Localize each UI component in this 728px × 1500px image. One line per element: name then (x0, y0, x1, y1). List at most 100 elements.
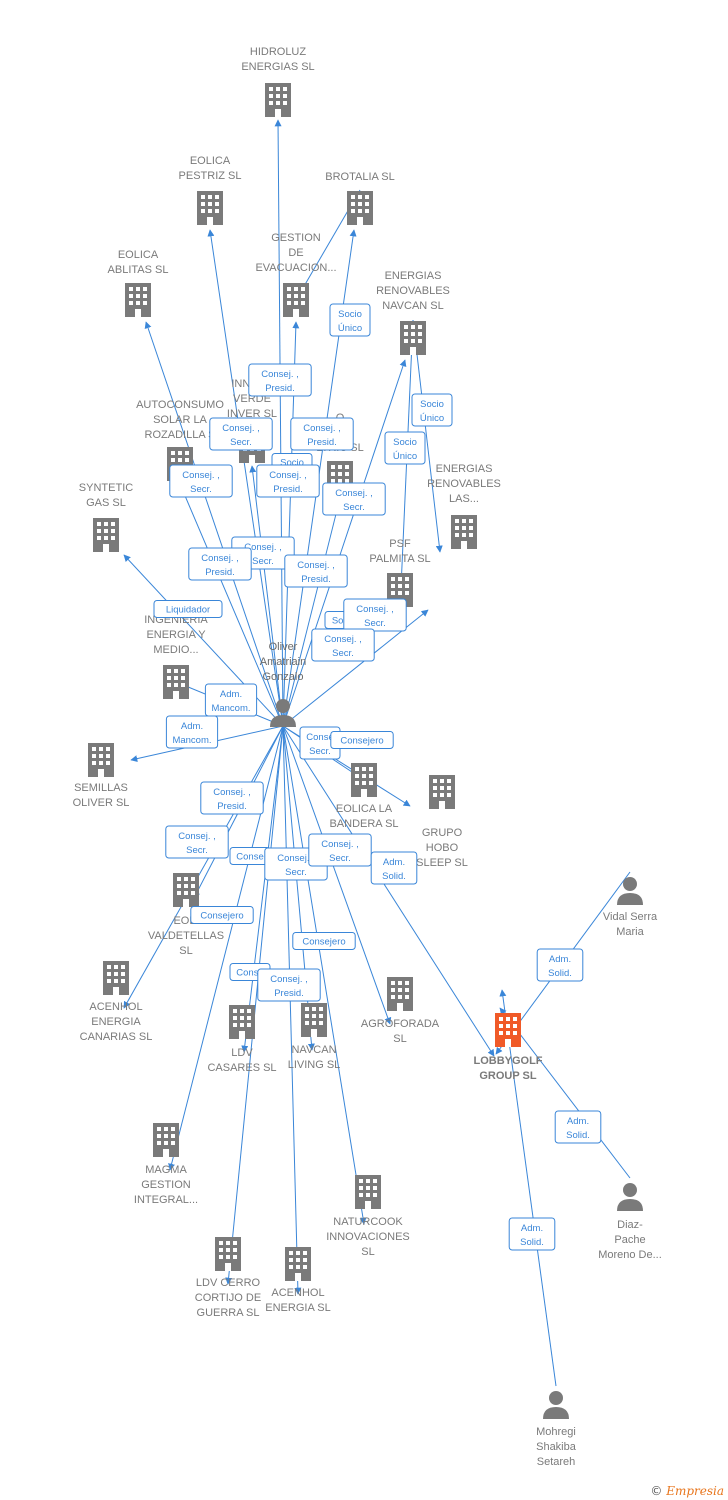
badge-label: Conse (236, 968, 263, 979)
building-icon (103, 961, 129, 995)
node-label-line: Shakiba (536, 1441, 577, 1453)
badge-box (153, 600, 223, 618)
badge-label: Secr. (186, 845, 208, 856)
badge-box (188, 547, 252, 581)
badge-label: Conse (306, 732, 333, 743)
edge-mohregi-to-lobbygolf (499, 989, 557, 1387)
node-label-line: SL (179, 945, 192, 957)
building-icon (163, 665, 189, 699)
badge-box (209, 417, 273, 451)
node-label-line: Setareh (537, 1456, 576, 1468)
badge-label: Secr. (343, 502, 365, 513)
node-label-line: EOLICA LA (336, 803, 393, 815)
badge-label: Secr. (364, 618, 386, 629)
building-icon (88, 743, 114, 777)
relation-badge: Consejero (190, 906, 254, 924)
badge-box (169, 464, 233, 498)
node-label-line: NAVCAN SL (382, 300, 444, 312)
badge-label: Secr. (332, 648, 354, 659)
badge-label: Socio (420, 399, 444, 410)
badge-label: Consej. , (335, 488, 373, 499)
badge-label: Adm. (521, 1223, 543, 1234)
badge-box (284, 554, 348, 588)
badge-box (248, 363, 312, 397)
node-label-line: HIDROLUZ (250, 46, 307, 58)
node-label-line: ROZADILLA S (145, 429, 216, 441)
building-icon (125, 283, 151, 317)
badge-box (311, 628, 375, 662)
node-label-line: CASARES SL (207, 1062, 276, 1074)
node-label-line: DE (288, 247, 303, 259)
badge-box (308, 833, 372, 867)
node-magma[interactable]: MAGMAGESTIONINTEGRAL... (134, 1123, 198, 1206)
relation-badge: Consej. ,Secr. (343, 598, 407, 632)
badge-label: Consej. , (201, 553, 239, 564)
node-label-line: NAVCAN (291, 1044, 336, 1056)
node-label-line: GESTION (271, 232, 321, 244)
node-label-line: AUTOCONSUMO (136, 399, 224, 411)
person-icon (270, 699, 296, 727)
edge-navcan-to-renov_las (412, 319, 443, 553)
badge-box (411, 393, 453, 427)
node-gestion[interactable]: GESTIONDEEVACUACION... (255, 232, 337, 317)
node-label-line: INNOVACIONES (326, 1231, 410, 1243)
badge-box (257, 968, 321, 1002)
node-renov-las[interactable]: ENERGIASRENOVABLESLAS... (427, 463, 501, 549)
node-label-line: MEDIO... (153, 644, 198, 656)
node-label-line: Diaz- (617, 1219, 643, 1231)
node-label-line: NATURCOOK (333, 1216, 403, 1228)
node-brotalia[interactable]: BROTALIA SL (325, 171, 395, 225)
badge-box (165, 715, 219, 749)
badge-box (165, 825, 229, 859)
edge-oliver-to-lobbygolf (282, 725, 495, 1057)
badge-label: Único (420, 413, 444, 424)
node-label-line: LDV (231, 1047, 253, 1059)
node-label-line: SYNTETIC (79, 482, 133, 494)
relation-badge: Consej. ,Secr. (169, 464, 233, 498)
node-label-line: GRUPO (422, 827, 463, 839)
badge-label: Consej. , (277, 853, 315, 864)
relation-badge: Consej. ,Presid. (248, 363, 312, 397)
relation-badge: Adm.Solid. (508, 1217, 556, 1251)
person-icon (543, 1391, 569, 1419)
node-label-line: SL (393, 1033, 406, 1045)
relation-badge: Adm.Solid. (536, 948, 584, 982)
relation-badge: Adm.Solid. (370, 851, 418, 885)
node-label-line: PSF (389, 538, 411, 550)
badge-label: Consej. , (213, 787, 251, 798)
badge-box (536, 948, 584, 982)
node-label-line: Oliver (269, 641, 298, 653)
node-label-line: MAGMA (145, 1164, 187, 1176)
badge-box (256, 464, 320, 498)
node-label-line: EOLICA (118, 249, 159, 261)
node-ldv-casares[interactable]: LDV CASARES SL (207, 1005, 277, 1074)
relation-badge: Adm.Solid. (554, 1110, 602, 1144)
badge-label: Consej. , (270, 974, 308, 985)
badge-box (290, 417, 354, 451)
node-label-line: LAS... (449, 493, 479, 505)
building-icon (387, 977, 413, 1011)
